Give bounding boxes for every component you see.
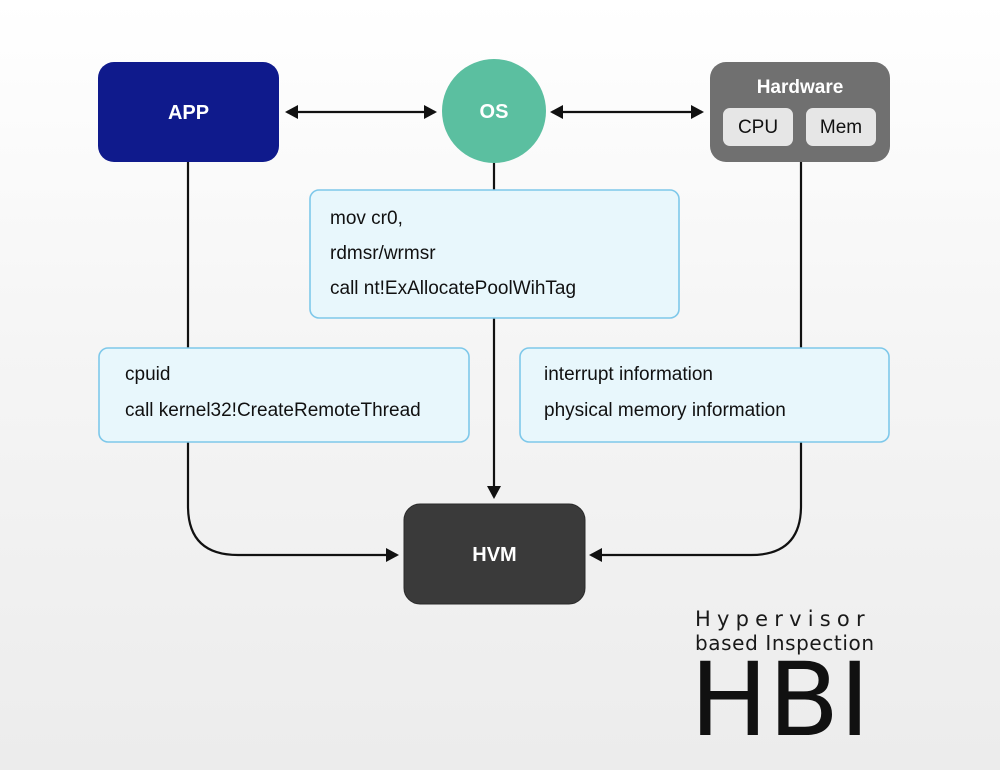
- os-info-line-3: call nt!ExAllocatePoolWihTag: [330, 278, 576, 299]
- logo-line-2: based Inspection: [695, 631, 875, 655]
- hbi-logo: Hypervisor based Inspection HBI: [690, 607, 875, 760]
- app-label: APP: [168, 102, 209, 124]
- hardware-node: Hardware CPU Mem: [710, 62, 890, 162]
- hvm-node: HVM: [403, 503, 586, 605]
- logo-line-1: Hypervisor: [695, 607, 871, 631]
- app-to-hvm-arrow: [186, 162, 399, 562]
- os-label: OS: [480, 101, 509, 123]
- cpu-chip-label: CPU: [738, 117, 778, 138]
- os-info-line-1: mov cr0,: [330, 208, 403, 229]
- mem-chip-label: Mem: [820, 117, 862, 138]
- cpu-chip: [723, 108, 793, 146]
- hardware-info-line-1: interrupt information: [544, 364, 713, 385]
- app-info-line-2: call kernel32!CreateRemoteThread: [125, 400, 421, 421]
- hardware-info-box: interrupt information physical memory in…: [519, 347, 890, 443]
- os-info-box: mov cr0, rdmsr/wrmsr call nt!ExAllocateP…: [309, 189, 680, 319]
- app-info-box: cpuid call kernel32!CreateRemoteThread: [98, 347, 470, 443]
- app-info-line-1: cpuid: [125, 364, 170, 385]
- hardware-info-line-2: physical memory information: [544, 400, 786, 421]
- hvm-label: HVM: [472, 544, 516, 566]
- logo-acronym: HBI: [690, 641, 870, 760]
- os-node: OS: [442, 59, 546, 163]
- mem-chip: [806, 108, 876, 146]
- app-node: APP: [98, 62, 279, 162]
- hardware-to-hvm-arrow: [589, 162, 803, 562]
- hardware-label: Hardware: [757, 77, 844, 98]
- os-info-line-2: rdmsr/wrmsr: [330, 243, 436, 264]
